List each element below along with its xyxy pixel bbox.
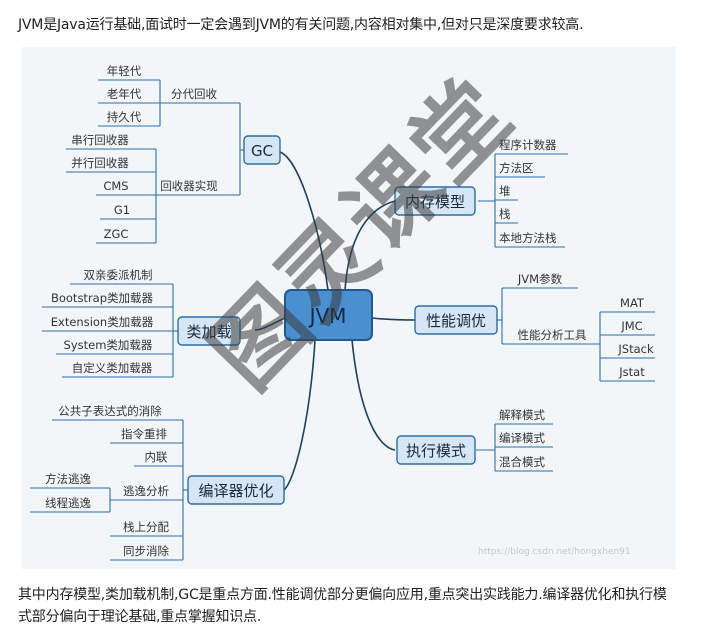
cmp-method-escape: 方法逃逸 bbox=[45, 472, 91, 486]
gc-parallel: 并行回收器 bbox=[71, 156, 129, 170]
memory-node bbox=[394, 186, 476, 216]
jvm-root-node bbox=[284, 289, 373, 341]
tuning-label: 性能调优 bbox=[426, 312, 486, 330]
cmp-inline: 内联 bbox=[145, 450, 168, 464]
gc-young: 年轻代 bbox=[107, 64, 142, 78]
tool-jstat: Jstat bbox=[618, 365, 645, 379]
cl-custom: 自定义类加载器 bbox=[72, 361, 153, 375]
classloading-label: 类加载 bbox=[186, 323, 231, 341]
compiler-branch: 编译器优化 公共子表达式的消除 指令重排 内联 逃逸分析 栈上分配 同步消除 方… bbox=[30, 404, 285, 561]
classloading-branch: 类加载 双亲委派机制 Bootstrap类加载器 Extension类加载器 S… bbox=[42, 268, 241, 378]
mem-native-stack: 本地方法栈 bbox=[499, 231, 557, 245]
mem-heap: 堆 bbox=[499, 184, 511, 198]
gc-old: 老年代 bbox=[107, 87, 142, 101]
gc-zgc: ZGC bbox=[104, 227, 129, 241]
cl-bootstrap: Bootstrap类加载器 bbox=[51, 291, 154, 305]
gc-generational-label: 分代回收 bbox=[171, 87, 217, 101]
tool-mat: MAT bbox=[620, 296, 645, 310]
tool-jstack: JStack bbox=[617, 342, 654, 356]
mem-stack: 栈 bbox=[499, 207, 511, 221]
cl-system: System类加载器 bbox=[64, 338, 153, 352]
mem-pc: 程序计数器 bbox=[499, 138, 557, 152]
jvm-root-label: JVM bbox=[308, 304, 347, 328]
memory-branch: 内存模型 程序计数器 方法区 堆 栈 本地方法栈 bbox=[394, 138, 568, 248]
cmp-escape: 逃逸分析 bbox=[123, 484, 169, 498]
compiler-label: 编译器优化 bbox=[198, 482, 273, 500]
cmp-cse: 公共子表达式的消除 bbox=[58, 404, 162, 418]
gc-label: GC bbox=[251, 142, 273, 160]
outro-text: 其中内存模型,类加载机制,GC是重点方面.性能调优部分更偏向应用,重点突出实践能… bbox=[18, 587, 667, 625]
execution-label: 执行模式 bbox=[406, 442, 466, 460]
tuning-node bbox=[414, 305, 498, 335]
connector-compiler bbox=[283, 339, 316, 491]
mem-method-area: 方法区 bbox=[499, 161, 534, 175]
exec-interpret: 解释模式 bbox=[499, 408, 545, 422]
trunk-connectors bbox=[254, 151, 416, 491]
gc-branch: GC 分代回收 年轻代 老年代 持久代 回收器实现 串行回收器 并行回收器 CM… bbox=[66, 64, 281, 244]
compiler-node bbox=[187, 475, 285, 505]
connector-gc bbox=[279, 151, 329, 291]
gc-g1: G1 bbox=[114, 203, 130, 217]
gc-serial: 串行回收器 bbox=[71, 133, 129, 147]
url-watermark: https://blog.csdn.net/hongxhen91 bbox=[478, 547, 631, 557]
cl-extension: Extension类加载器 bbox=[51, 315, 154, 329]
connector-tuning bbox=[371, 317, 416, 321]
exec-compile: 编译模式 bbox=[499, 431, 545, 445]
cmp-sync-elim: 同步消除 bbox=[123, 544, 169, 558]
gc-perm: 持久代 bbox=[107, 110, 142, 124]
tuning-tools-label: 性能分析工具 bbox=[518, 328, 587, 342]
gc-cms: CMS bbox=[103, 179, 128, 193]
tuning-branch: 性能调优 JVM参数 性能分析工具 MAT JMC JStack Jstat bbox=[414, 272, 655, 382]
classloading-node bbox=[177, 316, 241, 346]
cmp-thread-escape: 线程逃逸 bbox=[45, 496, 91, 510]
connector-execution bbox=[351, 339, 396, 451]
connector-memory bbox=[344, 200, 396, 291]
tuning-params: JVM参数 bbox=[517, 272, 563, 286]
cl-parent-delegation: 双亲委派机制 bbox=[84, 268, 153, 282]
execution-branch: 执行模式 解释模式 编译模式 混合模式 bbox=[396, 408, 553, 472]
execution-node bbox=[396, 435, 476, 465]
memory-label: 内存模型 bbox=[405, 193, 465, 211]
intro-text: JVM是Java运行基础,面试时一定会遇到JVM的有关问题,内容相对集中,但对只… bbox=[18, 17, 584, 33]
exec-mixed: 混合模式 bbox=[499, 455, 545, 469]
gc-collectors-label: 回收器实现 bbox=[160, 179, 218, 193]
gc-node bbox=[243, 135, 281, 165]
cmp-stack-alloc: 栈上分配 bbox=[123, 520, 169, 534]
cmp-reorder: 指令重排 bbox=[121, 427, 167, 441]
tool-jmc: JMC bbox=[620, 319, 642, 333]
connector-classloading bbox=[254, 317, 286, 331]
